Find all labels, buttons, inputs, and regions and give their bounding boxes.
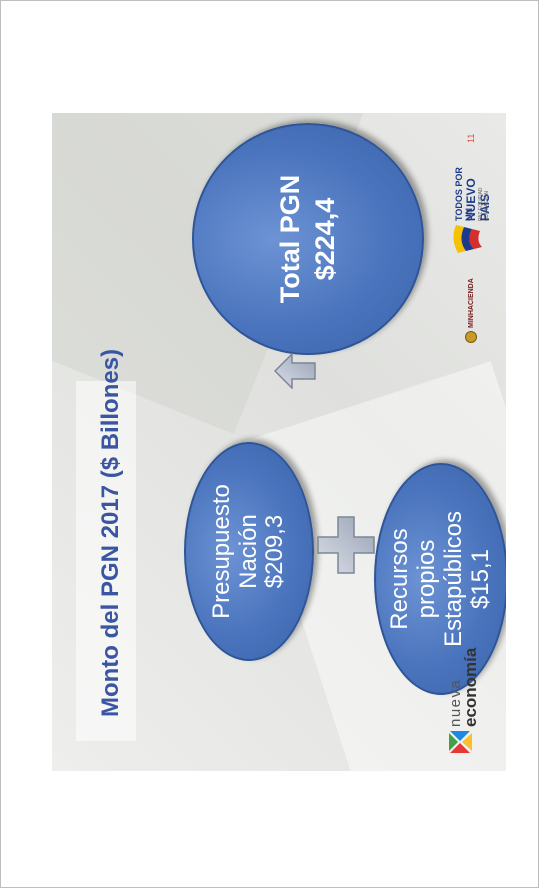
nueva-economia-mark-icon (449, 731, 472, 753)
up-arrow-icon (274, 353, 316, 389)
minhacienda-logo: MINHACIENDA (464, 269, 478, 343)
page-number: 11 (466, 133, 476, 143)
seal-icon (465, 331, 477, 343)
node-total-pgn: Total PGN $224,4 (192, 123, 424, 355)
node-label: Presupuesto Nación $209,3 (207, 484, 289, 619)
flag-swoosh-icon (453, 225, 482, 253)
logo-text-bottom: economía (461, 647, 480, 727)
minhacienda-text: MINHACIENDA (467, 278, 475, 328)
plus-icon (317, 516, 375, 574)
slide-title: Monto del PGN 2017 ($ Billones) (97, 348, 124, 717)
logo-text-line3: PAZ EQUIDAD EDUCACIÓN (478, 187, 490, 221)
slide: Monto del PGN 2017 ($ Billones) Presupue… (52, 113, 506, 771)
todos-por-un-nuevo-pais-logo: TODOS POR UN NUEVO PAÍS PAZ EQUIDAD EDUC… (450, 161, 492, 257)
node-recursos-propios: Recursos propios Estapúblicos $15,1 (374, 463, 506, 695)
node-presupuesto-nacion: Presupuesto Nación $209,3 (184, 442, 314, 661)
node-label: Recursos propios Estapúblicos $15,1 (386, 510, 494, 648)
node-label: Total PGN $224,4 (274, 174, 340, 304)
nueva-economia-logo: nueva economía (444, 648, 490, 755)
